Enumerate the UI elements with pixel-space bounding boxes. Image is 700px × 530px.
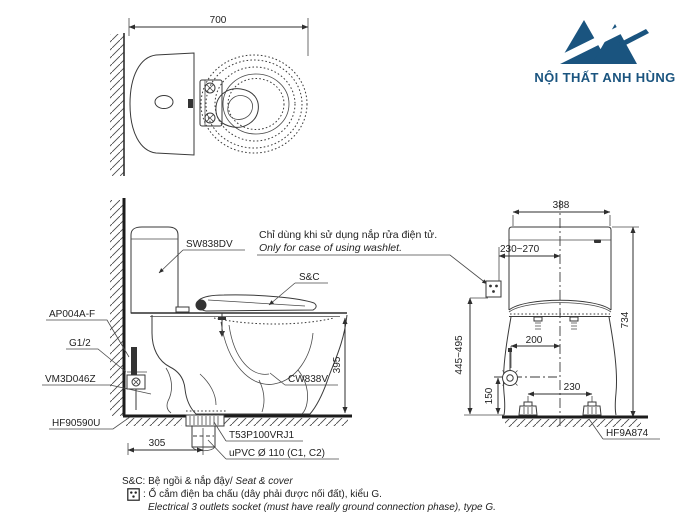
dim-445-495-group: 445~495	[454, 297, 504, 416]
note-seat-vi: S&C: Bệ ngồi & nắp đậy/	[122, 476, 236, 487]
drain-pipe	[191, 425, 216, 452]
drain-flange	[185, 414, 225, 427]
dim-supply-height-range: 230~270	[500, 244, 540, 255]
note-socket-vi: : Ổ cắm điện ba chấu (dây phải được nối …	[143, 489, 382, 500]
rear-view: 388	[454, 200, 660, 440]
dim-700-group: 700	[128, 15, 309, 56]
brand-logo-mark: NỘI THẤT ANH HÙNG	[534, 19, 675, 85]
foot-bolt-left	[518, 401, 538, 416]
tank-bolts	[533, 316, 579, 330]
dim-supply-offset: 200	[526, 335, 543, 346]
label-tank-group: SW838DV	[158, 239, 245, 274]
label-seat-cover-group: S&C	[268, 272, 328, 306]
label-seal-group: HF90590U	[49, 416, 131, 430]
dim-bolt-spacing: 230	[564, 382, 581, 393]
seat-side	[175, 294, 317, 313]
dim-200-group: 200	[510, 335, 561, 368]
floor-hatch-rear	[505, 419, 641, 427]
bowl-outline	[151, 314, 348, 415]
note-socket: : Ổ cắm điện ba chấu (dây phải được nối …	[127, 488, 682, 501]
dim-395-group: 395	[332, 317, 348, 414]
flush-button-icon	[154, 95, 174, 109]
flush-button-rear-icon	[594, 239, 601, 243]
dim-socket-height-range: 445~495	[454, 335, 465, 375]
label-bolt-cap-group: HF9A874	[588, 418, 660, 440]
wall-hatch	[110, 34, 124, 176]
bowl-interior	[165, 317, 335, 415]
label-bolt-cap: HF9A874	[606, 428, 649, 439]
tank-side	[130, 226, 179, 314]
note-seat-en: Seat & cover	[235, 476, 293, 487]
label-flange-group: T53P100VRJ1	[213, 421, 303, 442]
supply-valve-icon	[126, 347, 147, 410]
seat-plan-ovals	[200, 54, 308, 154]
dim-305-group: 305	[127, 428, 204, 455]
floor-hatch	[224, 418, 348, 426]
label-seal: HF90590U	[52, 418, 100, 429]
label-bowl-group: CW838V	[269, 372, 338, 386]
dim-valve-height: 150	[484, 387, 495, 404]
floor-hatch	[126, 418, 182, 426]
note-socket-en: Electrical 3 outlets socket (must have r…	[148, 502, 496, 513]
note-washlet-vi: Chỉ dùng khi sử dụng nắp rửa điện tử.	[259, 228, 437, 241]
wall-hatch-side	[110, 200, 124, 416]
bowl-rear-left	[503, 316, 512, 416]
label-angle-valve-group: AP004A-F	[46, 309, 130, 358]
foot-bolt-right	[582, 401, 602, 416]
note-leader	[257, 254, 488, 285]
water-spot	[215, 88, 259, 128]
seat-hinge-icon	[195, 299, 207, 311]
dim-150-group: 150	[484, 377, 501, 415]
note-seat-cover: S&C: Bệ ngồi & nắp đậy/ Seat & cover	[122, 475, 682, 488]
dim-overall-height: 734	[620, 311, 631, 328]
socket-outlet-icon	[485, 280, 502, 298]
note-washlet-en: Only for case of using washlet.	[259, 242, 402, 254]
dim-388-group: 388	[512, 200, 611, 226]
label-thread-group: G1/2	[66, 338, 127, 373]
washlet-note: Chỉ dùng khi sử dụng nắp rửa điện tử. On…	[257, 228, 488, 285]
label-seat-cover: S&C	[299, 272, 320, 283]
label-angle-valve: AP004A-F	[49, 309, 95, 320]
label-bowl: CW838V	[288, 374, 328, 385]
label-thread: G1/2	[69, 338, 91, 349]
socket-outlet-icon	[127, 488, 140, 501]
label-flange: T53P100VRJ1	[229, 430, 294, 441]
label-tank: SW838DV	[186, 239, 233, 250]
sensor-dot	[188, 99, 193, 108]
dim-rough-in: 305	[149, 438, 166, 449]
brand-name: NỘI THẤT ANH HÙNG	[534, 70, 675, 85]
label-fitting-group: VM3D046Z	[42, 374, 152, 395]
brand-logo: NỘI THẤT ANH HÙNG	[520, 10, 695, 90]
shutoff-valve-icon	[502, 348, 518, 386]
dim-230-270-group: 230~270	[498, 244, 561, 281]
bowl-rear-right	[608, 316, 617, 416]
footnotes: S&C: Bệ ngồi & nắp đậy/ Seat & cover : Ổ…	[122, 475, 682, 514]
tank-plan-outline	[129, 52, 195, 156]
label-drain-pipe: uPVC Ø 110 (C1, C2)	[229, 448, 325, 459]
top-view: 700	[110, 15, 309, 176]
dim-tank-width: 388	[553, 200, 570, 211]
logo-mountains-icon	[546, 19, 649, 67]
label-fitting: VM3D046Z	[45, 374, 96, 385]
label-drain-pipe-group: uPVC Ø 110 (C1, C2)	[207, 439, 339, 460]
dim-overall-depth: 700	[210, 15, 227, 26]
dim-rim-height: 395	[332, 356, 343, 373]
side-view: 395 305 AP004A-F G1/2 VM3D046Z	[42, 198, 352, 460]
dim-734-group: 734	[612, 226, 639, 418]
